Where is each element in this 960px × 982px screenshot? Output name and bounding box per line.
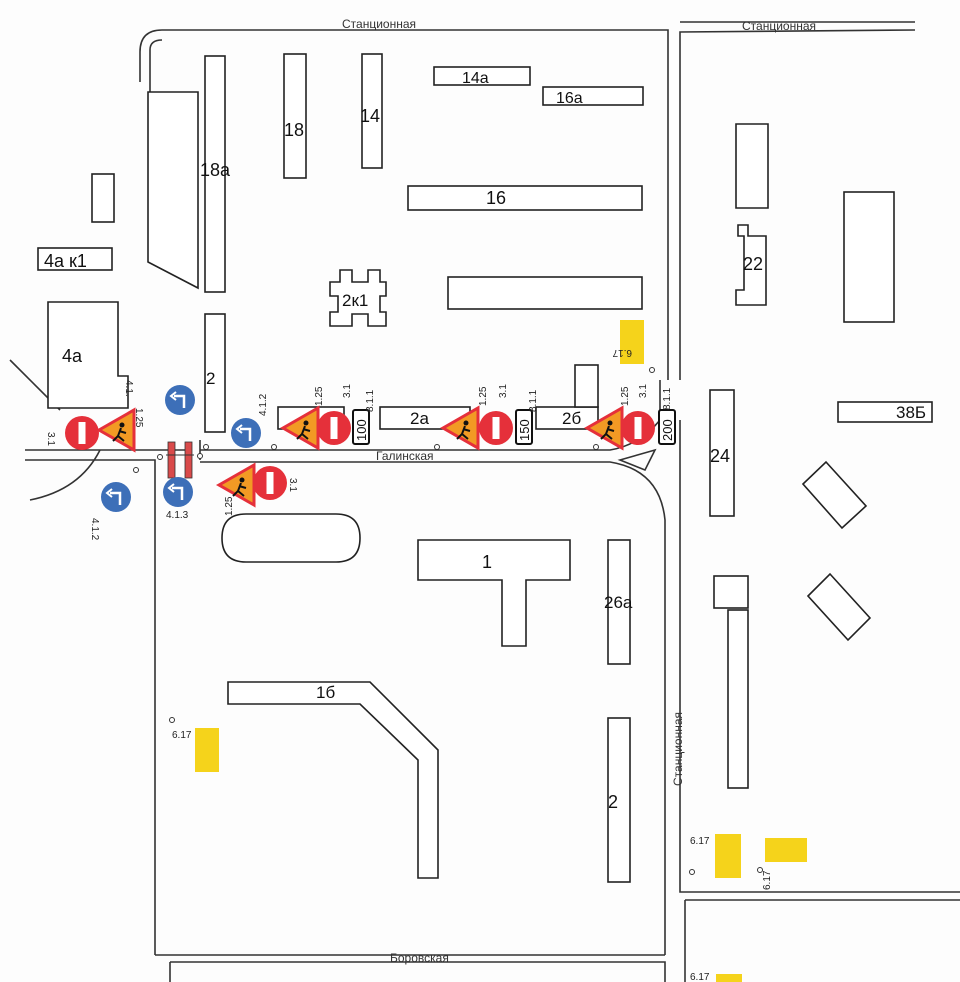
sign-code: 8.1.1: [365, 389, 376, 412]
building-label: 2б: [562, 409, 581, 428]
sign-code: 1.25: [314, 386, 325, 406]
sign-code: 6.17: [690, 836, 710, 847]
building-label: 2: [608, 792, 618, 812]
building-label: 18а: [200, 160, 231, 180]
bus-stop-mark: [715, 834, 741, 878]
no-entry-sign: [621, 411, 655, 445]
bus-stop-mark: [195, 728, 219, 772]
sign-code: 3.1: [498, 384, 509, 398]
turn-left-sign: [229, 416, 263, 450]
sign-code: 4.1.2: [258, 393, 269, 416]
distance-plate-label: 200: [660, 419, 675, 441]
sign-code: 1.25: [478, 386, 489, 406]
distance-plate-label: 150: [517, 419, 532, 441]
building-label: 2: [206, 369, 215, 388]
street-label-middle: Галинская: [376, 449, 434, 463]
building-label: 4а к1: [44, 251, 87, 271]
sign-code: 3.1: [45, 432, 56, 446]
turn-left-sign: [99, 480, 133, 514]
building-label: 4а: [62, 346, 83, 366]
sign-posts: [133, 367, 763, 875]
buildings: [37, 53, 933, 883]
sign-code: 8.1.1: [528, 389, 539, 412]
no-entry-sign: [317, 411, 351, 445]
sign-code: 8.1.1: [662, 387, 673, 410]
building-label: 38Б: [896, 403, 926, 422]
street-label-right-vertical: Станционная: [671, 712, 685, 786]
sign-code: 4.1.: [123, 380, 134, 397]
roads: [9, 21, 960, 982]
distance-plates: [352, 409, 676, 445]
building-label: 1: [482, 552, 492, 572]
sign-code-labels: 3.1 1.25 4.1. 4.1.2 1.25 3.1 8.1.1 1.25 …: [45, 347, 773, 982]
building-label: 22: [743, 254, 763, 274]
building-label: 2а: [410, 409, 429, 428]
building-label: 14а: [462, 70, 489, 87]
bus-stop-marks: [195, 320, 807, 982]
sign-code: 4.1.3: [166, 510, 189, 521]
sign-code: 6.17: [172, 730, 192, 741]
building-label: 16: [486, 188, 506, 208]
no-entry-sign: [253, 466, 287, 500]
turn-left-sign: [161, 475, 195, 509]
building-label: 26а: [604, 593, 633, 612]
no-entry-sign: [65, 416, 99, 450]
street-label-bottom: Боровская: [390, 951, 449, 965]
sign-code: 1.25: [133, 408, 144, 428]
sign-code: 3.1: [342, 384, 353, 398]
bus-stop-mark: [716, 974, 742, 982]
distance-plate-labels: 100 150 200: [354, 419, 675, 441]
bus-stop-mark: [620, 320, 644, 364]
building-label: 14: [360, 106, 380, 126]
pedestrian-crossing: [166, 441, 194, 479]
bus-stop-mark: [765, 838, 807, 862]
sign-code: 6.17: [690, 972, 710, 982]
building-label: 24: [710, 446, 730, 466]
street-label-top-right: Станционная: [742, 19, 816, 33]
building-label: 2к1: [342, 291, 368, 310]
distance-plate-label: 100: [354, 419, 369, 441]
sign-code: 1.25: [620, 386, 631, 406]
sign-code: 1.25: [224, 496, 235, 516]
street-label-top-left: Станционная: [342, 17, 416, 31]
sign-code: 3.1: [287, 478, 298, 492]
building-labels: 14а 16а 18 14 18а 16 4а к1 22 2к1 4а 2 2…: [44, 70, 926, 812]
sign-code: 3.1: [638, 384, 649, 398]
pedestrian-warning-sign: [97, 408, 136, 452]
building-label: 18: [284, 120, 304, 140]
no-entry-sign: [479, 411, 513, 445]
turn-left-sign: [163, 383, 197, 417]
sign-code: 6.17: [762, 870, 773, 890]
building-label: 16а: [556, 90, 583, 107]
sign-code: 4.1.2: [89, 518, 100, 541]
building-label: 1б: [316, 683, 335, 702]
sign-code: 6.17: [612, 347, 632, 358]
sign-clusters: [65, 383, 655, 514]
